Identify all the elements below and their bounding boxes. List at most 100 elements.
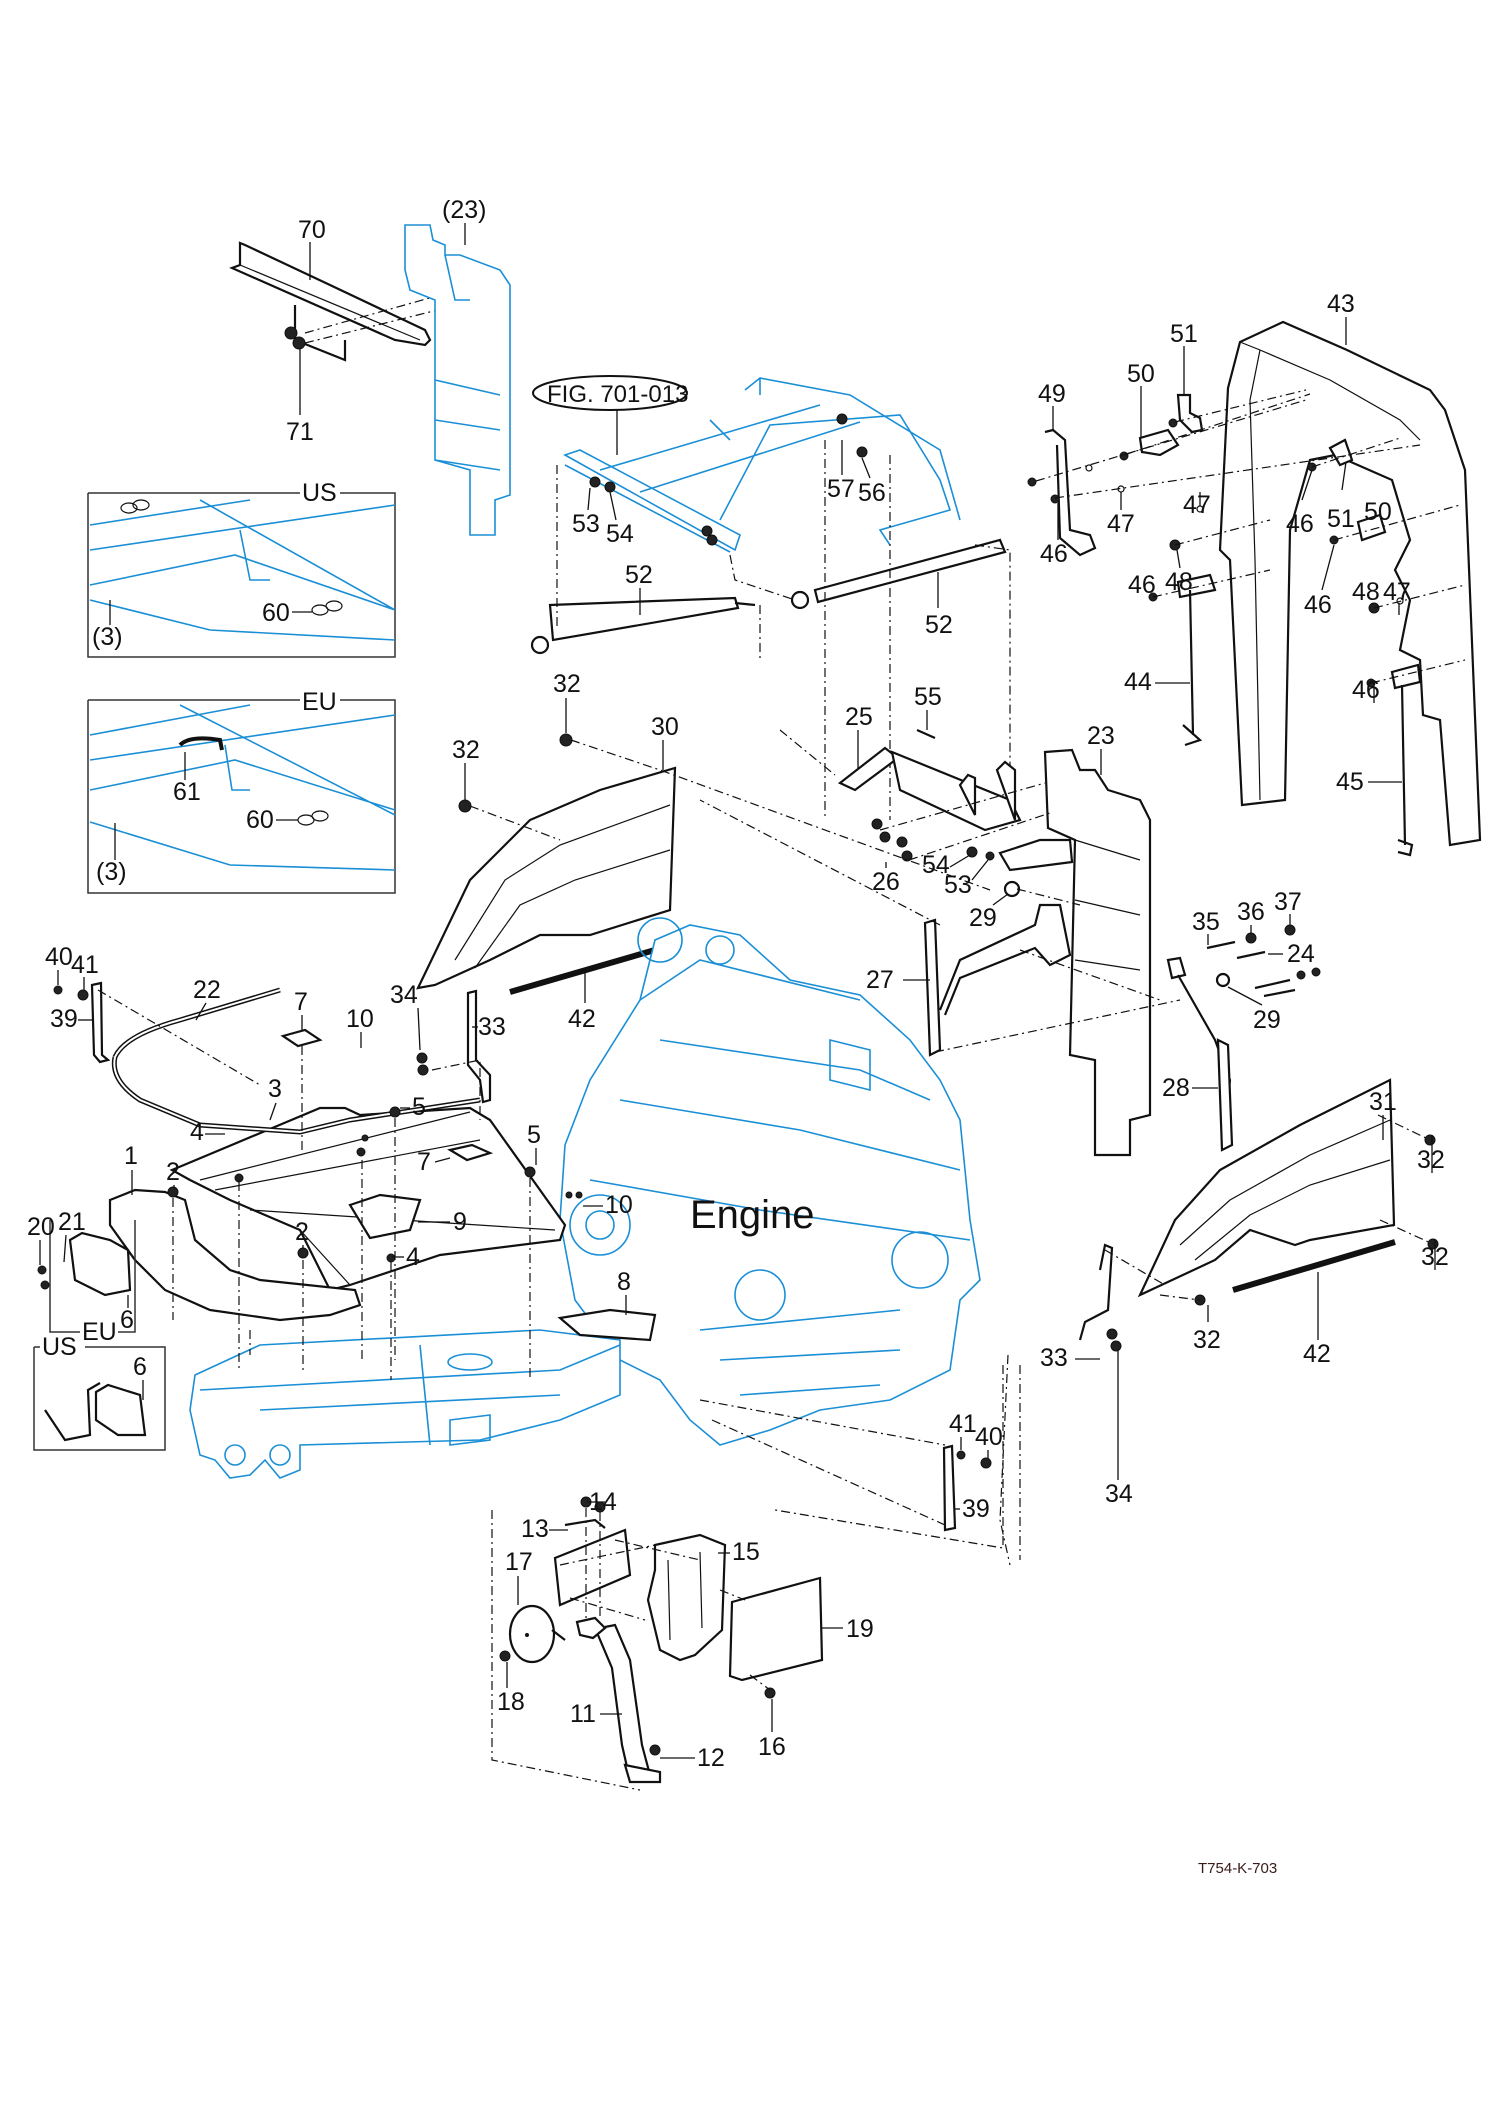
part-70-bracket (229, 241, 432, 362)
part-7-pads (280, 1028, 494, 1162)
callout-53-mid: 53 (944, 871, 972, 899)
leader-22 (195, 1002, 207, 1021)
callout-2-a: 2 (166, 1158, 180, 1186)
callout-50-right: 50 (1364, 498, 1392, 526)
callout-32-a: 32 (553, 670, 581, 698)
engine-label: Engine (690, 1193, 815, 1237)
callout-17: 17 (505, 1548, 533, 1576)
part-35-36-37-24-fasteners (1206, 924, 1321, 998)
callout-40-right: 40 (975, 1423, 1003, 1451)
callout-12: 12 (697, 1744, 725, 1772)
part-44-stay (1176, 573, 1217, 747)
part-52-gas-strut-left (530, 596, 756, 655)
callout-46-a: 46 (1040, 540, 1068, 568)
callout-54-mid: 54 (922, 851, 950, 879)
callout-42-left: 42 (568, 1005, 596, 1033)
leader-54-mid (949, 854, 971, 868)
part-39-bracket-left (90, 981, 111, 1064)
leader-48-a (1176, 549, 1181, 569)
callout-29-a: 29 (969, 904, 997, 932)
callout-50-left: 50 (1127, 360, 1155, 388)
callout-53-top: 53 (572, 510, 600, 538)
callout-37: 37 (1274, 888, 1302, 916)
callout-60-eu: 60 (246, 806, 274, 834)
leader-21 (63, 1234, 67, 1263)
part-33-stay-right (1078, 1243, 1114, 1341)
leader-46-c (1301, 469, 1313, 501)
inset-eu-floor: EU 61 60 (3) (87, 688, 396, 894)
callout-20: 20 (27, 1213, 55, 1241)
assembly-line (556, 440, 1011, 820)
inset-us-floor: US 60 (3) (87, 479, 396, 658)
assembly-line (1035, 389, 1466, 684)
callout-10-b: 10 (605, 1191, 633, 1219)
part-52-gas-strut-right (790, 538, 1007, 610)
part-49-bracket (1044, 428, 1097, 557)
callout-9: 9 (453, 1208, 467, 1236)
part-27-stay (923, 903, 1072, 1057)
inset-us-latch-title: US (42, 1333, 77, 1361)
part-9-cover (348, 1193, 422, 1240)
callout-48-a: 48 (1165, 568, 1193, 596)
callout-33-right: 33 (1040, 1344, 1068, 1372)
callout-40-left: 40 (45, 943, 73, 971)
callout-34-left: 34 (390, 981, 418, 1009)
callout-15: 15 (732, 1538, 760, 1566)
part-53-54-29-fasteners-mid (966, 846, 1021, 898)
callout-48-b: 48 (1352, 578, 1380, 606)
callout-18: 18 (497, 1688, 525, 1716)
leader-53-top (587, 487, 591, 511)
callout-44: 44 (1124, 668, 1152, 696)
part-25-bracket (837, 746, 900, 792)
callout-4-b: 4 (406, 1243, 420, 1271)
part-39-bracket-right (942, 1444, 992, 1532)
callout-46-c: 46 (1286, 510, 1314, 538)
callout-70: 70 (298, 216, 326, 244)
part-43-rear-guard (1218, 320, 1482, 847)
assembly-line (999, 1114, 1434, 1566)
inset-eu-latch: EU 6 (37, 1220, 136, 1346)
leader-7-b (434, 1157, 451, 1163)
callout-49: 49 (1038, 380, 1066, 408)
part-42-seal-left (509, 942, 673, 995)
part-19-module (728, 1576, 824, 1682)
callout-3-us: (3) (92, 623, 123, 651)
leader-29-b (1227, 986, 1263, 1006)
callout-39-left: 39 (50, 1005, 78, 1033)
callout-23-ref: (23) (442, 196, 486, 224)
callout-19: 19 (846, 1615, 874, 1643)
callout-22: 22 (193, 976, 221, 1004)
callout-23: 23 (1087, 722, 1115, 750)
part-17-horn (508, 1604, 566, 1664)
part-28-stay (1166, 956, 1234, 1152)
callout-55: 55 (914, 683, 942, 711)
callout-4-a: 4 (190, 1118, 204, 1146)
callout-2-b: 2 (295, 1218, 309, 1246)
callout-5-b: 5 (527, 1121, 541, 1149)
callout-42-right: 42 (1303, 1340, 1331, 1368)
callout-26: 26 (872, 868, 900, 896)
leader-51-right (1341, 461, 1347, 491)
callout-32-b: 32 (452, 736, 480, 764)
callout-51-right: 51 (1327, 505, 1355, 533)
part-15-ecu (646, 1533, 727, 1662)
leader-3 (269, 1102, 277, 1121)
part-45-stay (1390, 663, 1422, 857)
callout-1: 1 (124, 1142, 138, 1170)
callout-46-d: 46 (1304, 591, 1332, 619)
part-55-pin (916, 728, 936, 740)
callout-47-a: 47 (1107, 510, 1135, 538)
leader-46-d (1321, 544, 1335, 591)
callout-36: 36 (1237, 898, 1265, 926)
callout-27: 27 (866, 966, 894, 994)
part-30-left-fender (416, 766, 677, 990)
callout-5-a: 5 (412, 1093, 426, 1121)
callout-52-right: 52 (925, 611, 953, 639)
leader-29-a (992, 893, 1009, 906)
callout-7-b: 7 (417, 1148, 431, 1176)
reference-part-23-plate (404, 224, 511, 536)
part-33-stay-left (466, 989, 492, 1104)
callout-10-a: 10 (346, 1005, 374, 1033)
leader-56 (861, 457, 871, 479)
